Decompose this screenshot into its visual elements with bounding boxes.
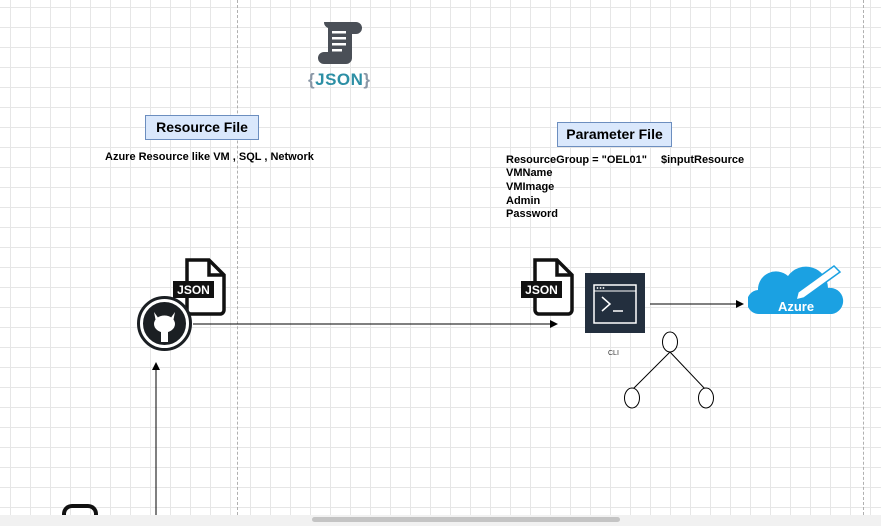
document-scroll-icon: [318, 22, 362, 64]
json-logo-brace-left: {: [308, 70, 316, 89]
param-password: Password: [506, 208, 558, 220]
cli-terminal-icon[interactable]: [585, 273, 645, 333]
partial-shape-bottom: [62, 504, 98, 524]
cli-label: CLI: [608, 350, 619, 357]
scrollbar-thumb[interactable]: [312, 517, 620, 522]
page-divider-left: [237, 0, 238, 515]
github-icon[interactable]: [136, 295, 193, 352]
json-logo-text: {JSON}: [308, 70, 371, 90]
resource-file-label[interactable]: Resource File: [145, 115, 259, 140]
json-logo-brace-right: }: [363, 70, 371, 89]
param-admin: Admin: [506, 195, 541, 207]
json-file-icon-resource-text: JSON: [177, 283, 210, 297]
json-logo-word: JSON: [315, 70, 364, 89]
azure-label: Azure: [778, 299, 814, 314]
param-variable: $inputResource: [661, 154, 745, 166]
json-file-icon-parameter-text: JSON: [525, 283, 558, 297]
param-vmimage: VMImage: [506, 181, 555, 193]
azure-cloud-icon[interactable]: Azure: [748, 262, 844, 318]
resource-file-description: Azure Resource like VM , SQL , Network: [105, 151, 314, 163]
page-divider-right: [863, 0, 864, 515]
parameter-file-label[interactable]: Parameter File: [557, 122, 672, 147]
param-resource-group: ResourceGroup = "OEL01": [506, 154, 647, 166]
json-file-icon-parameter: JSON: [521, 258, 574, 316]
json-file-icon-resource: JSON: [173, 258, 226, 316]
tree-shape: [624, 331, 714, 409]
param-vmname: VMName: [506, 167, 553, 179]
